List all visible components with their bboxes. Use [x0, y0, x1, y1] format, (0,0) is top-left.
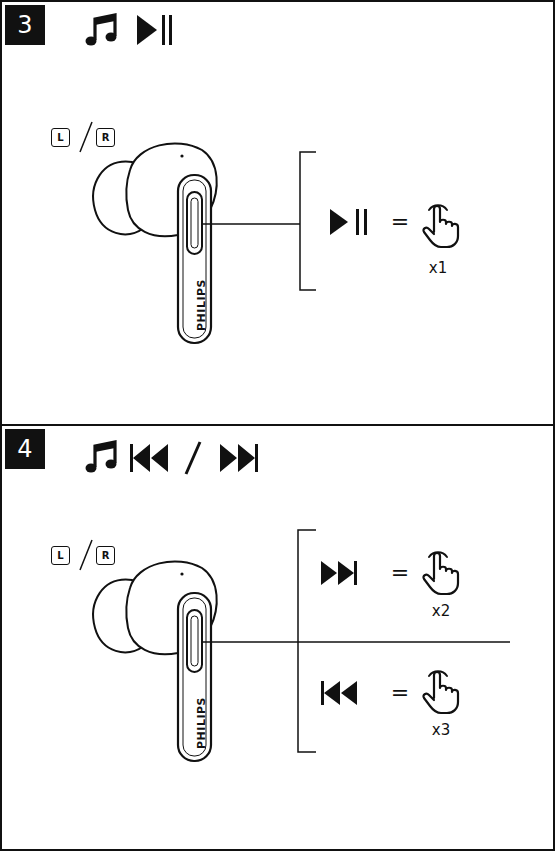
side-indicator-box: L: [51, 128, 70, 147]
side-indicator-box: R: [96, 546, 115, 565]
side-indicator-box: R: [96, 128, 115, 147]
side-letter: R: [102, 551, 110, 561]
step-number-box: 3: [5, 5, 45, 45]
tap-count: x1: [429, 261, 447, 276]
tap-count: x3: [432, 723, 450, 738]
equals-sign: =: [391, 682, 409, 704]
side-letter: R: [102, 133, 110, 143]
side-indicator-box: L: [51, 546, 70, 565]
equals-sign: =: [391, 562, 409, 584]
brand-text: PHILIPS: [196, 697, 207, 749]
equals-sign: =: [391, 211, 409, 233]
step-number: 3: [17, 13, 32, 37]
side-letter: L: [57, 551, 63, 561]
step-number-box: 4: [5, 429, 45, 469]
brand-text: PHILIPS: [196, 279, 207, 331]
side-letter: L: [57, 133, 63, 143]
tap-count: x2: [432, 604, 450, 619]
step-number: 4: [17, 437, 32, 461]
